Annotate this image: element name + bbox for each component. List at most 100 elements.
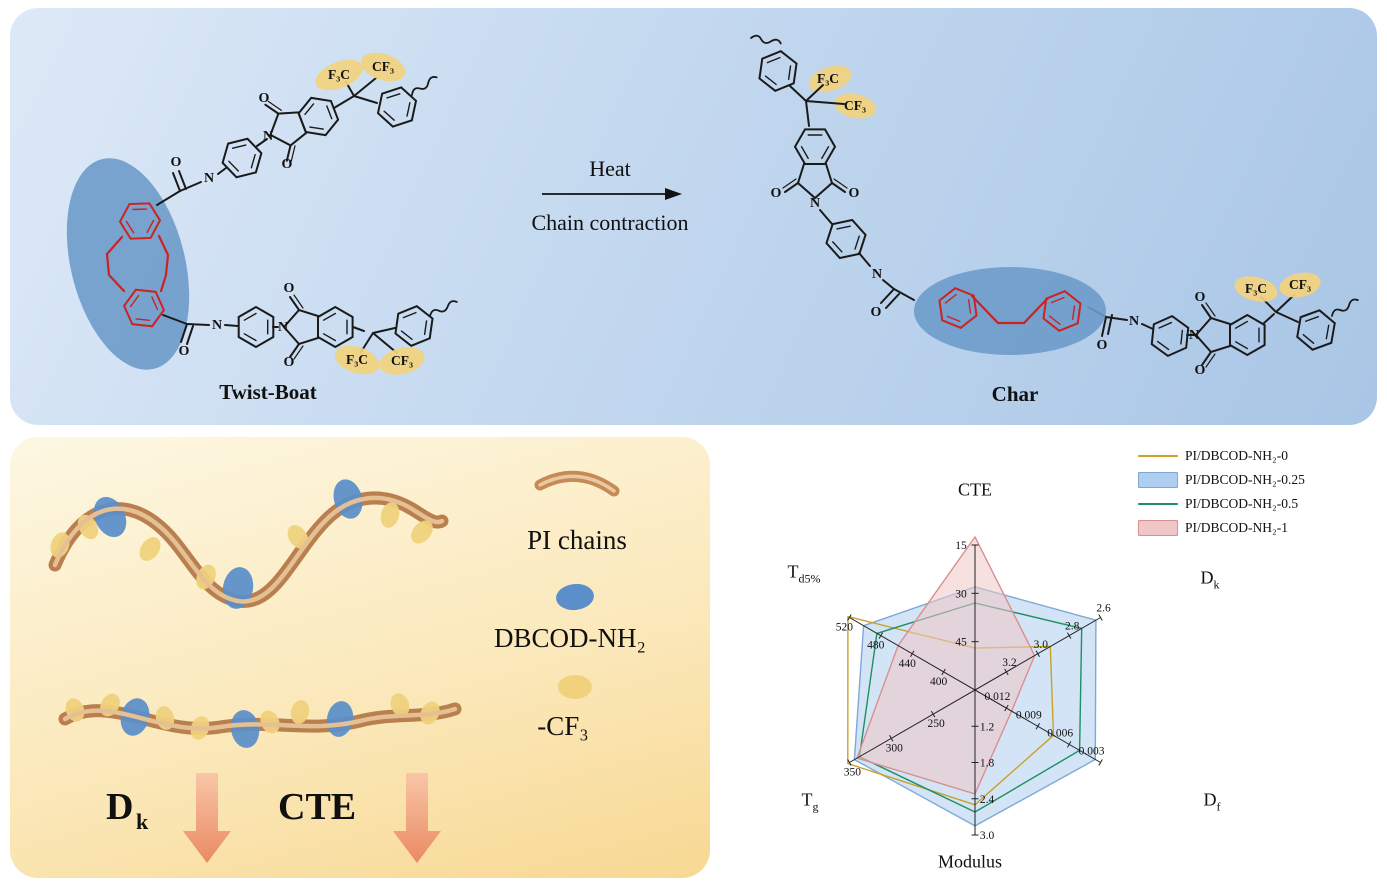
atom-label-O: O — [849, 186, 860, 201]
dbcod-highlight-ellipse — [914, 267, 1106, 355]
cf3-legend-label: -CF₃ — [537, 711, 588, 741]
atom-label-N: N — [263, 129, 273, 144]
reaction-scheme-panel: O N O O N F₃C CF₃ O N N O O F₃C CF₃ Heat… — [10, 8, 1377, 425]
radar-tick-label: 1.8 — [980, 758, 995, 770]
radar-tick — [878, 632, 884, 639]
legend-item: PI/DBCOD-NH₂-0.25 — [1138, 470, 1305, 490]
chain-contraction-label: Chain contraction — [531, 210, 688, 235]
pi-chain-wavy-highlight — [52, 495, 445, 604]
radar-tick-label: 45 — [955, 637, 967, 649]
radar-tick-label: 300 — [886, 742, 904, 754]
axis-label-dk: Dk — [1200, 567, 1220, 592]
atom-label-N: N — [810, 196, 820, 211]
axis-label-td5: Td5% — [787, 561, 821, 586]
radar-tick-label: 350 — [844, 767, 862, 779]
atom-label-O: O — [284, 281, 295, 296]
radar-tick — [1066, 741, 1072, 748]
radar-tick-label: 0.012 — [984, 691, 1010, 703]
down-arrow-dk — [183, 773, 231, 863]
atom-label-O: O — [284, 355, 295, 370]
legend-label: PI/DBCOD-NH₂-0.5 — [1185, 496, 1299, 511]
atom-label-N: N — [1189, 328, 1199, 343]
twist-boat-label: Twist-Boat — [219, 380, 317, 404]
axis-label-modulus: Modulus — [937, 851, 1003, 872]
chair-structure: F₃C CF₃ O O N N O O N N O O F₃C CF₃ — [750, 31, 1361, 378]
twist-boat-structure: O N O O N F₃C CF₃ O N N O O F₃C CF₃ — [66, 52, 460, 375]
radar-tick — [1098, 759, 1103, 766]
radar-tick-label: 0.009 — [1016, 709, 1042, 721]
chain-schematic-panel: PI chains DBCOD-NH₂ -CF₃ D k CTE — [10, 437, 710, 878]
axis-label-df: Df — [1203, 789, 1221, 814]
dk-metric-subscript: k — [136, 809, 149, 834]
radar-chart-svg: 1530452.62.83.03.20.0030.0060.0090.0123.… — [836, 536, 1111, 842]
atom-label-N: N — [1129, 314, 1139, 329]
dbcod-red-rings — [105, 194, 170, 335]
legend-label: PI/DBCOD-NH₂-0.25 — [1185, 472, 1305, 487]
legend-swatch — [1138, 520, 1178, 536]
cf3-highlight-ellipse — [1279, 272, 1321, 298]
radar-tick — [1004, 668, 1009, 676]
radar-tick-label: 520 — [836, 622, 854, 634]
legend-swatch — [1138, 472, 1178, 488]
cf3-highlight-ellipse — [1234, 276, 1278, 302]
heat-label: Heat — [589, 156, 631, 181]
chain-end-squiggle — [750, 31, 783, 49]
radar-tick-label: 0.003 — [1079, 746, 1105, 758]
radar-tick — [930, 710, 936, 718]
atom-label-O: O — [1097, 338, 1108, 353]
legend-swatch — [1138, 503, 1178, 505]
legend-item: PI/DBCOD-NH₂-0.5 — [1138, 494, 1305, 514]
atom-label-O: O — [1195, 290, 1206, 305]
atom-label-O: O — [171, 155, 182, 170]
chain-end-squiggle — [1328, 297, 1361, 318]
down-arrow-cte — [393, 773, 441, 863]
radar-tick-label: 3.0 — [980, 830, 995, 842]
legend-item: PI/DBCOD-NH₂-0 — [1138, 446, 1305, 466]
radar-tick-label: 3.0 — [1034, 639, 1049, 651]
atom-label-N: N — [212, 318, 222, 333]
radar-axis-line — [849, 617, 1101, 763]
cf3-label: CF₃ — [391, 353, 413, 368]
atom-label-O: O — [871, 305, 882, 320]
radar-tick-label: 2.8 — [1065, 621, 1080, 633]
cf3-highlight-ellipse — [334, 345, 380, 375]
f3c-label: F₃C — [328, 67, 350, 82]
dbcod-red-rings — [937, 284, 1083, 335]
dbcod-legend-label: DBCOD-NH₂ — [494, 623, 646, 653]
chain-end-squiggle — [426, 298, 460, 318]
pi-chain-swatch-highlight — [538, 474, 616, 493]
char-label: Char — [992, 382, 1039, 406]
radar-tick-label: 480 — [867, 640, 885, 652]
radar-tick-label: 1.2 — [980, 721, 995, 733]
axis-label-tg: Tg — [801, 789, 819, 814]
axis-label-cte: CTE — [958, 479, 992, 500]
atom-label-O: O — [179, 344, 190, 359]
radar-tick-label: 0.006 — [1047, 727, 1073, 739]
radar-tick-label: 2.6 — [1096, 603, 1111, 615]
atom-label-O: O — [282, 157, 293, 172]
radar-tick — [941, 668, 946, 676]
radar-tick — [847, 614, 852, 621]
cf3-highlight-ellipse — [834, 93, 876, 119]
atom-label-O: O — [1195, 363, 1206, 378]
radar-tick-label: 440 — [899, 658, 917, 670]
cf3-label: CF₃ — [1289, 277, 1311, 292]
atom-label-N: N — [872, 267, 882, 282]
atom-label-O: O — [259, 91, 270, 106]
cf3-label: CF₃ — [372, 59, 394, 74]
chemical-structures-svg: O N O O N F₃C CF₃ O N N O O F₃C CF₃ Heat… — [66, 31, 1361, 406]
cf3-ellipses — [50, 502, 440, 740]
radar-tick — [847, 759, 852, 766]
atom-label-O: O — [771, 186, 782, 201]
radar-tick-label: 400 — [930, 676, 948, 688]
atom-label-N: N — [204, 171, 214, 186]
radar-tick-label: 15 — [955, 540, 967, 552]
radar-tick — [1035, 650, 1040, 658]
radar-tick-label: 3.2 — [1002, 657, 1017, 669]
cf3-legend-swatch — [558, 675, 592, 699]
legend-label: PI/DBCOD-NH₂-0 — [1185, 448, 1288, 463]
cf3-label: CF₃ — [844, 98, 866, 113]
cte-metric-label: CTE — [278, 786, 356, 828]
upper-chain-bonds — [156, 77, 378, 206]
